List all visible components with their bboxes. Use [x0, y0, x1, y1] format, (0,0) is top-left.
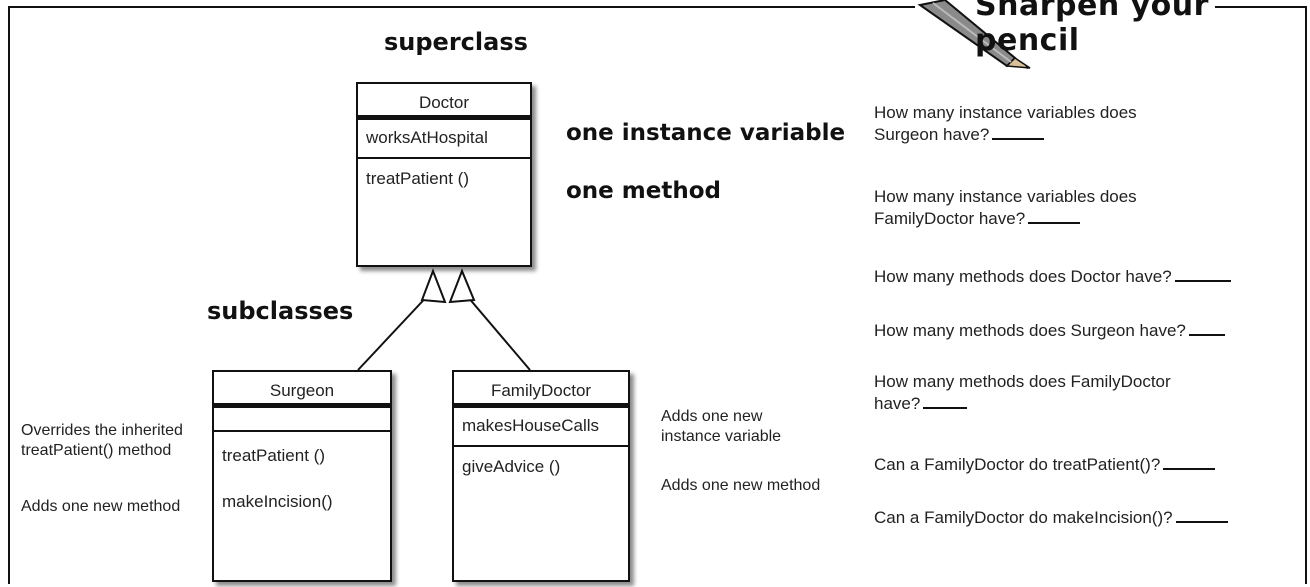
question-surgeon-methods: How many methods does Surgeon have?	[874, 320, 1225, 342]
one-instance-variable-label: one instance variable	[566, 120, 846, 146]
surgeon-new-method-note: Adds one new method	[21, 498, 181, 515]
family-new-variable-note: Adds one new instance variable	[661, 407, 781, 447]
answer-blank[interactable]	[1028, 208, 1081, 224]
question-line: have?	[874, 394, 921, 413]
answer-blank[interactable]	[923, 393, 968, 409]
doctor-class-box: Doctor worksAtHospital treatPatient ()	[356, 82, 532, 267]
question-doctor-methods: How many methods does Doctor have?	[874, 266, 1231, 288]
question-line: Can a FamilyDoctor do makeIncision()?	[874, 508, 1173, 527]
question-line: How many methods does FamilyDoctor	[874, 372, 1171, 391]
doctor-class-name: Doctor	[358, 84, 530, 120]
one-method-label: one method	[566, 178, 721, 204]
answer-blank[interactable]	[1163, 454, 1216, 470]
question-family-doctor-treat-patient: Can a FamilyDoctor do treatPatient()?	[874, 454, 1216, 476]
question-surgeon-variables: How many instance variables does Surgeon…	[874, 102, 1137, 146]
question-line: How many methods does Surgeon have?	[874, 321, 1186, 340]
surgeon-class-box: Surgeon treatPatient () makeIncision()	[212, 370, 392, 582]
question-line: How many instance variables does	[874, 187, 1137, 206]
question-line: Can a FamilyDoctor do treatPatient()?	[874, 455, 1161, 474]
family-doctor-class-box: FamilyDoctor makesHouseCalls giveAdvice …	[452, 370, 630, 582]
question-family-doctor-variables: How many instance variables does FamilyD…	[874, 186, 1137, 230]
answer-blank[interactable]	[992, 124, 1045, 140]
note-line: Overrides the inherited	[21, 422, 183, 439]
surgeon-inheritance-arrowhead	[420, 268, 447, 304]
question-line: How many instance variables does	[874, 103, 1137, 122]
note-line: treatPatient() method	[21, 442, 172, 459]
frame-gap	[915, 0, 1215, 14]
doctor-variable: worksAtHospital	[358, 120, 530, 159]
surgeon-inheritance-line	[357, 289, 434, 371]
note-line: Adds one new	[661, 408, 763, 425]
family-doctor-inheritance-arrowhead	[448, 268, 476, 304]
surgeon-method: makeIncision()	[222, 492, 333, 511]
question-line: FamilyDoctor have?	[874, 209, 1026, 228]
sharpen-pencil-title: Sharpen your pencil	[975, 0, 1209, 58]
doctor-method: treatPatient ()	[366, 169, 469, 188]
surgeon-class-name: Surgeon	[214, 372, 390, 408]
family-doctor-class-name: FamilyDoctor	[454, 372, 628, 408]
family-new-method-note: Adds one new method	[661, 477, 821, 494]
answer-blank[interactable]	[1174, 266, 1231, 282]
subclasses-label: subclasses	[207, 297, 354, 325]
answer-blank[interactable]	[1175, 507, 1228, 523]
surgeon-method: treatPatient ()	[222, 446, 325, 465]
superclass-label: superclass	[384, 28, 528, 56]
question-family-doctor-methods: How many methods does FamilyDoctor have?	[874, 371, 1171, 415]
question-line: How many methods does Doctor have?	[874, 267, 1172, 286]
family-doctor-variable: makesHouseCalls	[454, 408, 628, 447]
pencil-icon	[917, 0, 1031, 69]
family-doctor-method: giveAdvice ()	[462, 457, 561, 476]
family-doctor-inheritance-line	[461, 289, 531, 371]
question-family-doctor-make-incision: Can a FamilyDoctor do makeIncision()?	[874, 507, 1228, 529]
question-line: Surgeon have?	[874, 125, 990, 144]
note-line: instance variable	[661, 428, 782, 445]
surgeon-override-note: Overrides the inherited treatPatient() m…	[21, 421, 183, 461]
answer-blank[interactable]	[1188, 320, 1225, 336]
surgeon-variables-empty	[214, 408, 390, 432]
sharpen-pencil-frame	[8, 6, 1307, 584]
